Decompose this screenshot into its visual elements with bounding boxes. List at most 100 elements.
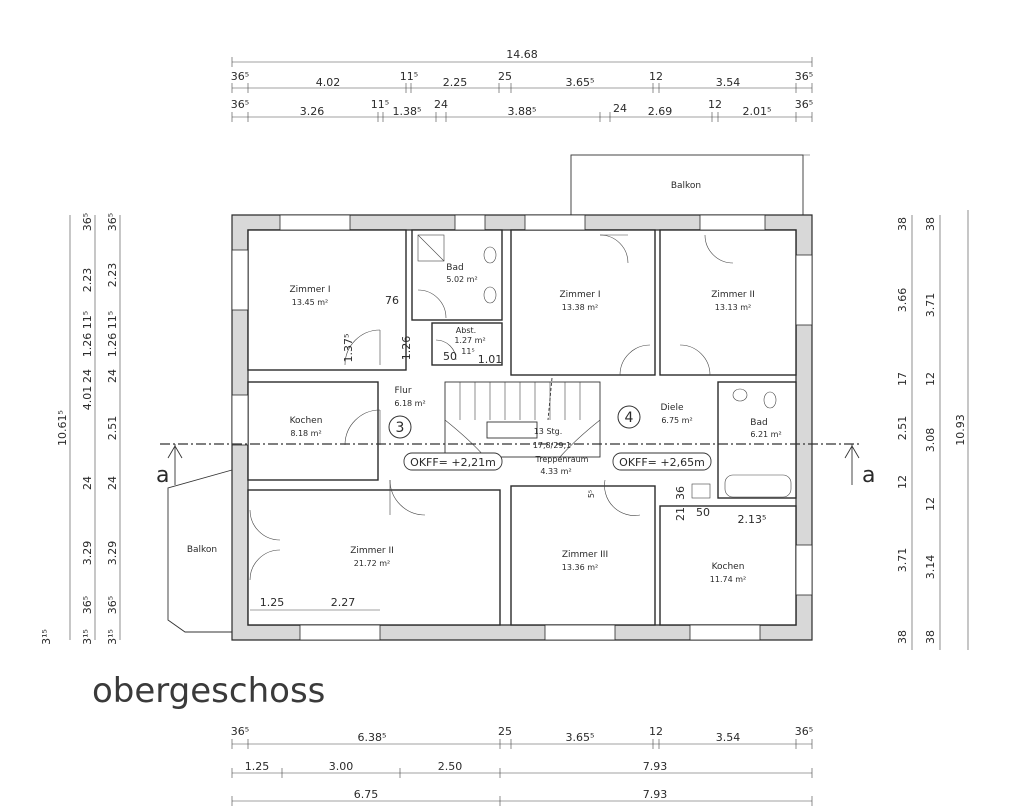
svg-text:12: 12 (896, 475, 909, 489)
top-row2-dim: 3.88⁵ (508, 105, 537, 118)
room-name: Zimmer I (290, 285, 331, 295)
svg-text:3.71: 3.71 (896, 548, 909, 573)
room-area: 11.74 m² (710, 575, 746, 584)
svg-text:3.14: 3.14 (924, 555, 937, 580)
svg-text:1.26: 1.26 (106, 333, 119, 358)
svg-text:2.23: 2.23 (81, 268, 94, 293)
svg-text:7.93: 7.93 (643, 788, 668, 801)
svg-text:21: 21 (674, 507, 687, 521)
left-dimension-chains: 10.61⁵ 36⁵ 2.23 11⁵ 1.26 24 4.01 24 3.29… (40, 213, 121, 645)
svg-text:24: 24 (81, 369, 94, 383)
room-name: Zimmer II (350, 546, 394, 556)
svg-text:10.61⁵: 10.61⁵ (56, 410, 69, 446)
staircase (444, 381, 601, 458)
unit-number: 3 (396, 420, 405, 436)
room-name: Zimmer III (562, 550, 608, 560)
top-total-dim: 14.68 (506, 48, 538, 61)
svg-text:3¹⁵: 3¹⁵ (106, 629, 119, 645)
room-name: Diele (660, 403, 683, 413)
okff-label: OKFF= +2,65m (619, 456, 705, 469)
svg-text:1.26: 1.26 (400, 336, 413, 361)
svg-text:38: 38 (896, 217, 909, 231)
svg-text:36⁵: 36⁵ (106, 213, 119, 231)
svg-text:2.51: 2.51 (896, 416, 909, 441)
svg-text:3.29: 3.29 (81, 541, 94, 566)
svg-text:3.54: 3.54 (716, 731, 741, 744)
section-line-a-a: a a (156, 443, 875, 488)
svg-text:3.71: 3.71 (924, 293, 937, 318)
room-area: 1.27 m² (454, 336, 485, 345)
svg-text:24: 24 (106, 476, 119, 490)
building (167, 154, 813, 641)
svg-text:1.25: 1.25 (260, 596, 285, 609)
svg-text:50: 50 (443, 350, 457, 363)
section-mark-right: a (862, 463, 875, 488)
svg-text:3¹⁵: 3¹⁵ (81, 629, 94, 645)
top-row2-dim: 1.38⁵ (393, 105, 422, 118)
svg-text:7.93: 7.93 (643, 760, 668, 773)
svg-text:2.50: 2.50 (438, 760, 463, 773)
svg-text:12: 12 (649, 725, 663, 738)
top-row2-dim: 36⁵ (795, 98, 813, 111)
svg-text:2.27: 2.27 (331, 596, 356, 609)
room-name: Bad (446, 263, 463, 273)
svg-text:11⁵: 11⁵ (81, 311, 94, 329)
bottom-dimension-chains: 36⁵ 6.38⁵ 25 3.65⁵ 12 3.54 36⁵ 1.25 3.00… (231, 725, 813, 806)
room-name: Treppenraum (535, 455, 589, 464)
svg-text:2.51: 2.51 (106, 416, 119, 441)
svg-text:76: 76 (385, 294, 399, 307)
room-area: 6.75 m² (661, 416, 692, 425)
svg-text:5⁵: 5⁵ (587, 490, 596, 498)
svg-text:2.13⁵: 2.13⁵ (738, 513, 767, 526)
svg-text:36⁵: 36⁵ (81, 213, 94, 231)
balcony-label: Balkon (187, 545, 217, 555)
top-row1-dim: 2.25 (443, 76, 468, 89)
svg-text:36⁵: 36⁵ (231, 725, 249, 738)
svg-text:36⁵: 36⁵ (795, 725, 813, 738)
svg-text:11⁵: 11⁵ (106, 311, 119, 329)
room-name: Kochen (290, 416, 323, 426)
inner-dimensions: 76 1.37⁵ 1.26 50 11⁵ 1.01 5⁵ 36 21 50 2.… (250, 294, 767, 611)
room-area: 6.21 m² (750, 430, 781, 439)
room-area: 21.72 m² (354, 559, 390, 568)
room-area: 5.02 m² (446, 275, 477, 284)
room-name: Kochen (712, 562, 745, 572)
top-dimension-chains: 14.68 36⁵ 4.02 11⁵ 2.25 25 3.65⁵ 12 3.54… (231, 48, 813, 122)
room-name: Bad (750, 418, 767, 428)
svg-text:38: 38 (924, 217, 937, 231)
svg-text:2.23: 2.23 (106, 263, 119, 288)
room-name: Zimmer I (560, 290, 601, 300)
level-markers: OKFF= +2,21m OKFF= +2,65m 3 4 (388, 405, 712, 471)
room-name: Zimmer II (711, 290, 755, 300)
svg-text:6.75: 6.75 (354, 788, 379, 801)
right-dimension-chains: 38 3.66 17 2.51 12 3.71 38 38 3.71 12 3.… (896, 210, 969, 650)
svg-text:10.93: 10.93 (954, 414, 967, 446)
svg-text:11⁵: 11⁵ (461, 347, 474, 356)
svg-text:6.38⁵: 6.38⁵ (358, 731, 387, 744)
svg-text:1.01: 1.01 (478, 353, 503, 366)
svg-text:1.25: 1.25 (245, 760, 270, 773)
top-row2-dim: 3.26 (300, 105, 325, 118)
room-area: 8.18 m² (290, 429, 321, 438)
okff-label: OKFF= +2,21m (410, 456, 496, 469)
left-balcony (167, 469, 233, 633)
section-mark-left: a (156, 463, 169, 488)
room-area: 13.38 m² (562, 303, 598, 312)
room-name: Flur (394, 386, 411, 396)
top-row2-dim: 2.69 (648, 105, 673, 118)
room-area: 13.45 m² (292, 298, 328, 307)
svg-text:3.00: 3.00 (329, 760, 354, 773)
room-name: Abst. (456, 326, 476, 335)
svg-text:24: 24 (106, 369, 119, 383)
top-row1-dim: 3.65⁵ (566, 76, 595, 89)
top-row2-dim: 11⁵ (371, 98, 389, 111)
svg-text:4.01: 4.01 (81, 386, 94, 411)
top-row1-dim: 36⁵ (795, 70, 813, 83)
svg-text:36: 36 (674, 486, 687, 500)
top-row1-dim: 12 (649, 70, 663, 83)
svg-text:3.65⁵: 3.65⁵ (566, 731, 595, 744)
unit-number: 4 (625, 410, 634, 426)
top-row1-dim: 36⁵ (231, 70, 249, 83)
svg-text:1.26: 1.26 (81, 333, 94, 358)
